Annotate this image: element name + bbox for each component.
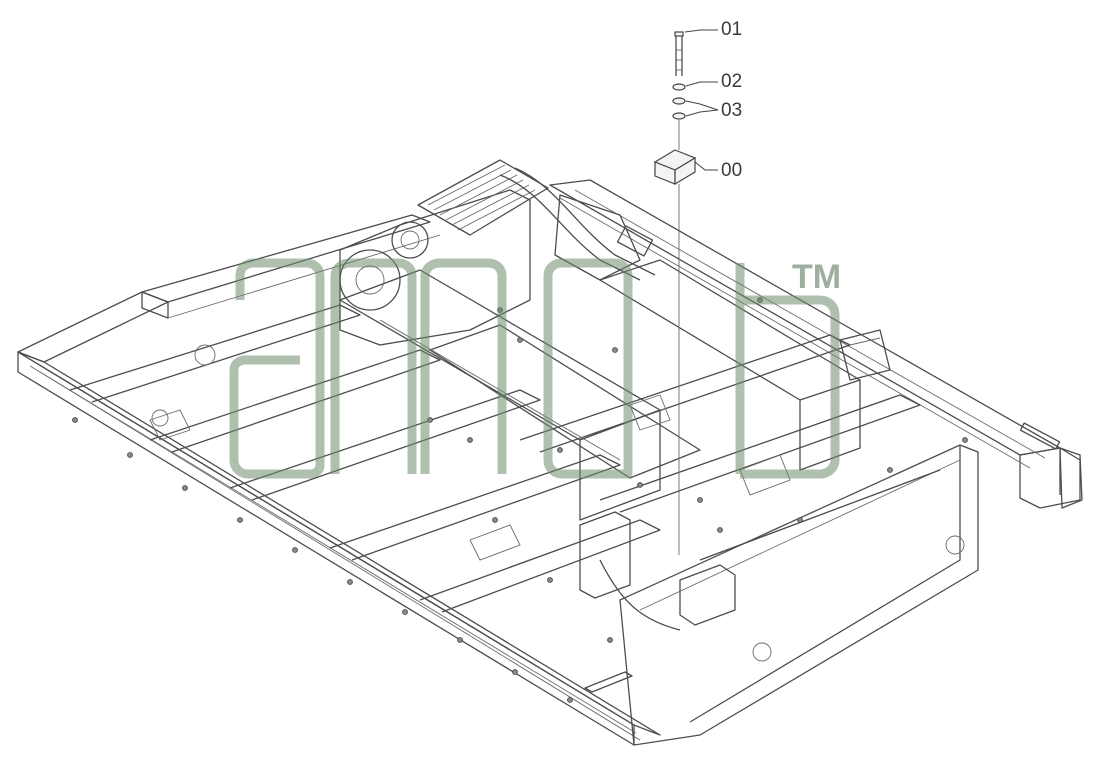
callout-label-00: 00 xyxy=(721,160,743,181)
leader-lines xyxy=(684,29,719,171)
watermark-tm: TM xyxy=(792,258,842,296)
rear-bracket xyxy=(554,194,891,381)
watermark-logo xyxy=(229,258,840,479)
bolt-markers xyxy=(72,297,968,703)
part-00-block xyxy=(653,149,697,186)
callout-label-03: 03 xyxy=(721,100,743,121)
right-lug xyxy=(1019,422,1083,509)
exploded-parts xyxy=(653,31,697,555)
part-01-bolt xyxy=(674,31,684,76)
tread-plate xyxy=(427,164,536,231)
frame-holes xyxy=(149,344,791,561)
callout-label-01: 01 xyxy=(721,19,743,40)
boom-bracket xyxy=(339,159,656,346)
part-02-washer xyxy=(672,83,686,91)
inner-crossmembers xyxy=(69,304,941,613)
part-03-washers xyxy=(672,97,686,120)
front-crossmember xyxy=(619,444,979,746)
lower-brackets xyxy=(579,511,736,693)
callout-label-02: 02 xyxy=(721,71,743,92)
